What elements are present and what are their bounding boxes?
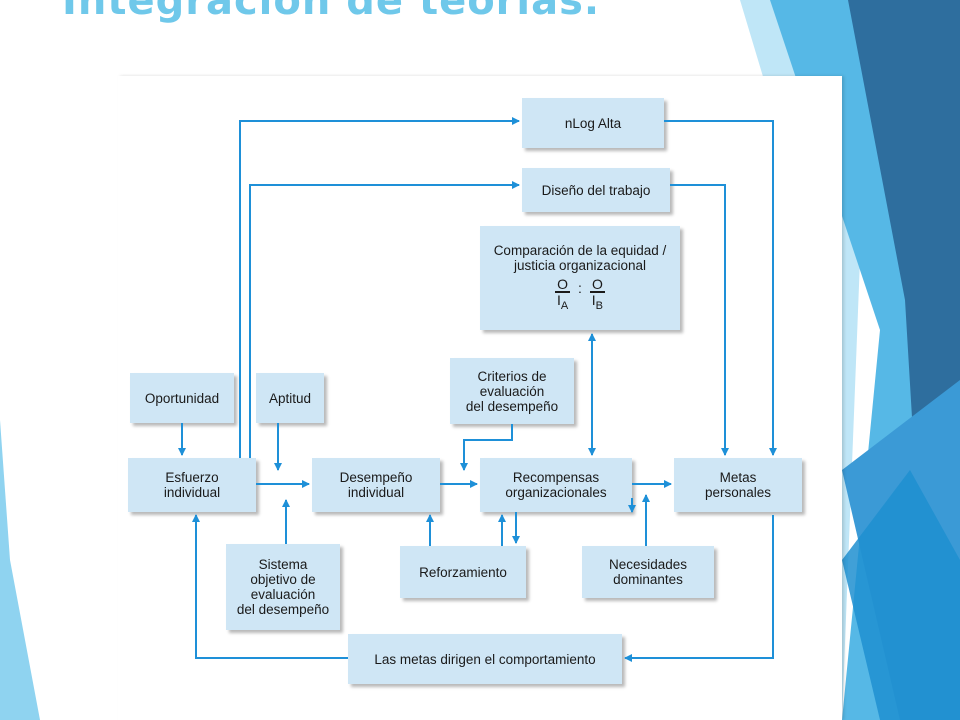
- box-oportunidad-label: Oportunidad: [144, 390, 220, 406]
- ratio-b-denominator: I: [591, 292, 596, 309]
- box-esfuerzo-line1: Esfuerzo: [165, 470, 219, 485]
- ratio-a-numerator: O: [555, 276, 571, 294]
- ratio-b: O IB: [589, 276, 605, 313]
- box-sistema-line4: del desempeño: [236, 602, 330, 617]
- ratio-separator: :: [578, 280, 582, 297]
- box-metas-line1: Metas: [719, 470, 757, 485]
- box-metas-dirigen-label: Las metas dirigen el comportamiento: [374, 651, 596, 667]
- box-aptitud: Aptitud: [256, 373, 324, 423]
- box-sistema-line3: evaluación: [250, 587, 316, 602]
- box-criterios-line2: evaluación: [479, 383, 545, 399]
- box-sistema-objetivo: Sistema objetivo de evaluación del desem…: [226, 544, 340, 630]
- box-aptitud-label: Aptitud: [268, 390, 312, 406]
- box-metas-line2: personales: [704, 485, 772, 500]
- box-desempeno-line1: Desempeño: [339, 470, 413, 485]
- box-esfuerzo-line2: individual: [163, 485, 221, 500]
- box-necesidades-line1: Necesidades: [608, 557, 688, 572]
- box-esfuerzo-individual: Esfuerzo individual: [128, 458, 256, 512]
- box-reforzamiento: Reforzamiento: [400, 546, 526, 598]
- ratio-a: O IA: [555, 276, 571, 313]
- box-desempeno-line2: individual: [347, 485, 405, 500]
- box-necesidades-line2: dominantes: [613, 572, 683, 587]
- box-oportunidad: Oportunidad: [130, 373, 234, 423]
- box-recompensas: Recompensas organizacionales: [480, 458, 632, 512]
- box-criterios-line3: del desempeño: [465, 398, 559, 414]
- box-comparacion-equidad: Comparación de la equidad / justicia org…: [480, 226, 680, 330]
- ratio-b-subscript: B: [595, 299, 603, 312]
- box-criterios-line1: Criterios de: [477, 368, 547, 384]
- box-criterios: Criterios de evaluación del desempeño: [450, 358, 574, 424]
- box-reforzamiento-label: Reforzamiento: [419, 564, 507, 580]
- equity-ratio: O IA : O IB: [555, 277, 605, 313]
- ratio-a-subscript: A: [560, 299, 569, 312]
- box-nlog-alta: nLog Alta: [522, 98, 664, 148]
- box-sistema-line2: objetivo de: [250, 572, 316, 587]
- box-diseno-del-trabajo: Diseño del trabajo: [522, 168, 670, 212]
- box-recompensas-line1: Recompensas: [512, 470, 600, 485]
- box-sistema-line1: Sistema: [258, 557, 308, 572]
- box-recompensas-line2: organizacionales: [505, 485, 607, 500]
- box-desempeno-individual: Desempeño individual: [312, 458, 440, 512]
- box-metas-dirigen: Las metas dirigen el comportamiento: [348, 634, 622, 684]
- ratio-b-numerator: O: [589, 276, 605, 294]
- ratio-a-denominator: I: [556, 292, 561, 309]
- box-equidad-label: Comparación de la equidad / justicia org…: [493, 243, 667, 274]
- box-nlog-alta-label: nLog Alta: [564, 115, 622, 131]
- box-necesidades-dominantes: Necesidades dominantes: [582, 546, 714, 598]
- box-metas-personales: Metas personales: [674, 458, 802, 512]
- box-diseno-label: Diseño del trabajo: [541, 182, 651, 198]
- slide-title: Integración de teorías.: [62, 0, 601, 24]
